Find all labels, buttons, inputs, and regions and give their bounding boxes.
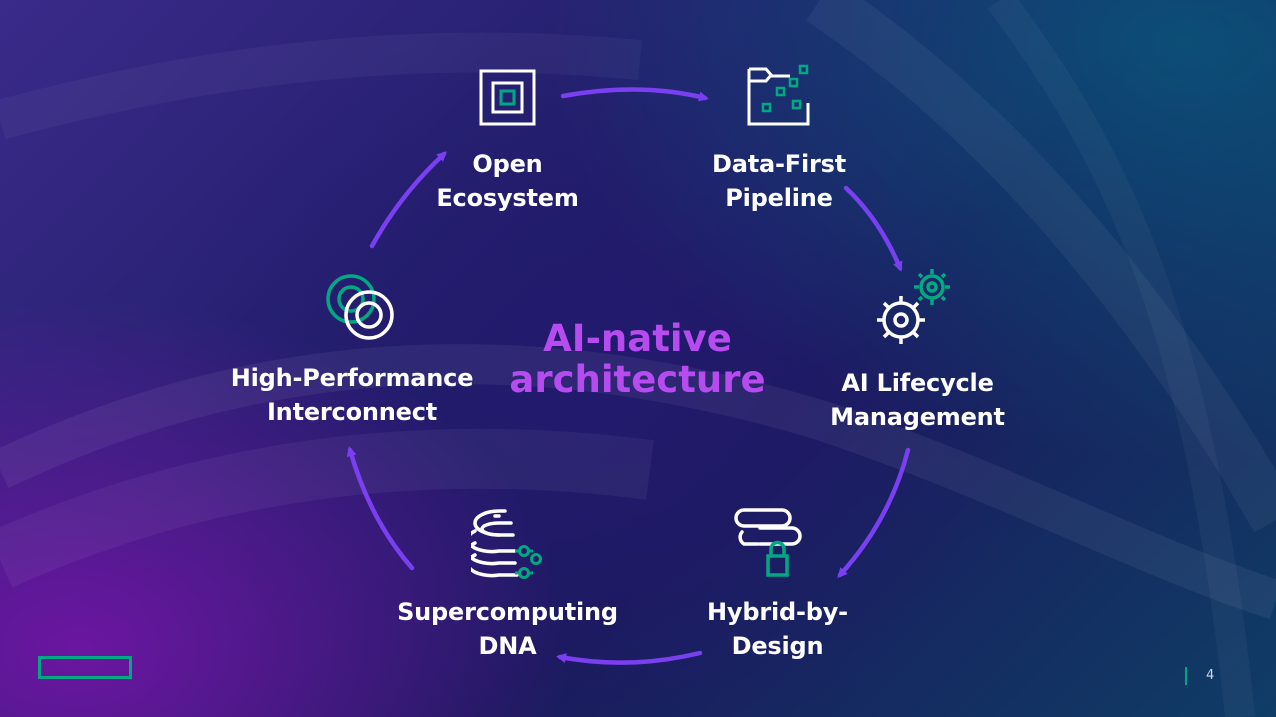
arrow-open-to-data <box>560 87 709 102</box>
node-open-ecosystem: Open Ecosystem <box>430 147 585 215</box>
center-title-line1: AI-native <box>543 317 732 360</box>
center-title: AI-native architecture <box>470 318 805 400</box>
arrow-interconnect-to-open <box>369 151 447 249</box>
interconnect-rings-icon <box>326 274 394 340</box>
node-label-line1: AI Lifecycle <box>841 369 994 397</box>
arrow-hybrid-to-supercomputing <box>556 650 703 665</box>
folder-data-icon <box>747 64 810 126</box>
arrow-lifecycle-to-hybrid <box>837 447 911 578</box>
server-stack-icon <box>471 509 542 579</box>
node-label-line2: Design <box>731 632 824 660</box>
node-label-line1: High-Performance <box>230 364 474 392</box>
hpe-logo <box>38 656 132 679</box>
node-label-line1: Supercomputing <box>397 598 618 626</box>
node-label-line2: Pipeline <box>725 184 833 212</box>
page-divider <box>1185 667 1187 685</box>
cloud-lock-icon <box>734 508 802 577</box>
center-title-line2: architecture <box>509 358 766 401</box>
arrow-data-to-lifecycle <box>843 185 903 272</box>
node-label-line2: Management <box>830 403 1005 431</box>
gears-icon <box>877 269 950 344</box>
page-number: 4 <box>1206 668 1215 683</box>
node-high-performance-interconnect: High-Performance Interconnect <box>222 361 482 429</box>
arrow-supercomputing-to-interconnect <box>346 446 415 571</box>
node-ai-lifecycle-management: AI Lifecycle Management <box>825 366 1010 434</box>
square-frame-icon <box>479 69 536 126</box>
node-label-line1: Hybrid-by- <box>707 598 848 626</box>
node-hybrid-by-design: Hybrid-by- Design <box>695 595 860 663</box>
node-data-first-pipeline: Data-First Pipeline <box>695 147 863 215</box>
node-supercomputing-dna: Supercomputing DNA <box>390 595 625 663</box>
node-label-line1: Open <box>472 150 543 178</box>
node-label-line2: Interconnect <box>266 398 438 426</box>
node-label-line1: Data-First <box>712 150 846 178</box>
node-label-line2: DNA <box>478 632 537 660</box>
node-label-line2: Ecosystem <box>436 184 579 212</box>
